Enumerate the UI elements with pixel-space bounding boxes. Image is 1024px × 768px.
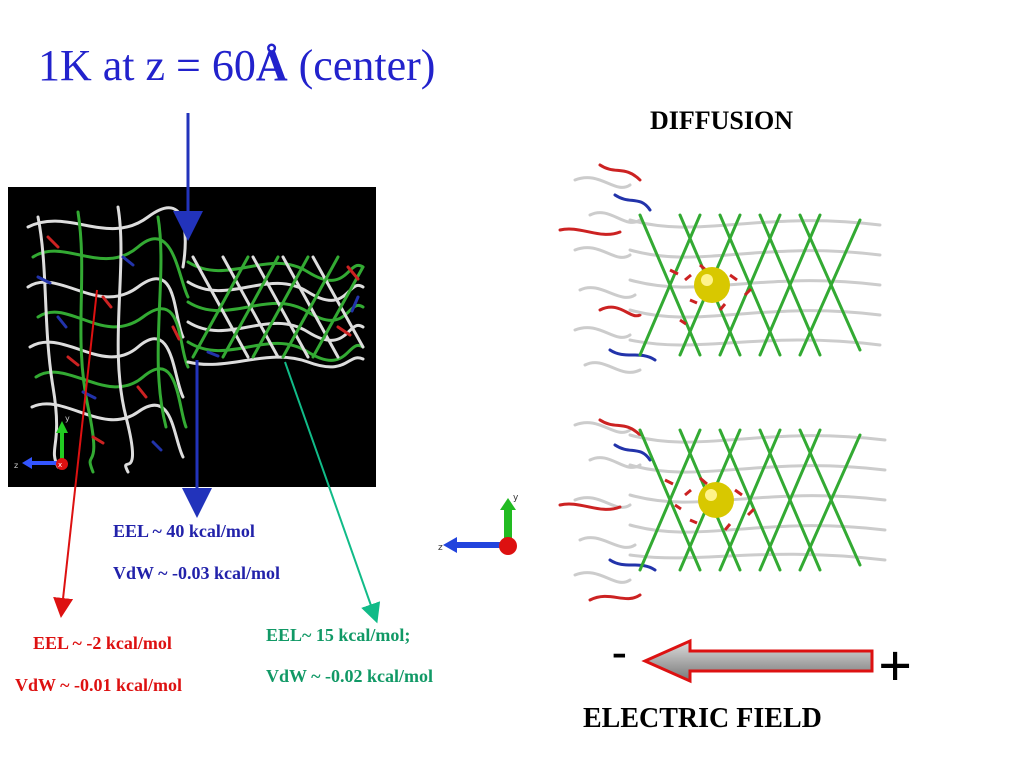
axis-triad-icon: z y x xyxy=(14,414,70,470)
field-plus-sign: + xyxy=(878,633,913,699)
axis-z-label: z xyxy=(438,543,443,553)
axis-triad-icon: z y xyxy=(438,493,519,555)
electric-field-label: ELECTRIC FIELD xyxy=(583,703,822,734)
nanotube-render: z y x xyxy=(14,205,365,474)
red-pointer-arrow xyxy=(53,289,98,618)
page-title: 1K at z = 60Å (center) xyxy=(38,44,435,88)
axis-y-label: y xyxy=(65,414,70,423)
ion-sphere-icon xyxy=(698,482,734,518)
upper-tube-render xyxy=(558,163,882,374)
axis-y-label: y xyxy=(513,493,519,503)
blue-eel-label: EEL ~ 40 kcal/mol xyxy=(113,521,255,541)
electric-field-arrow-icon xyxy=(641,638,874,684)
teal-eel-label: EEL~ 15 kcal/mol; xyxy=(266,625,411,645)
red-vdw-label: VdW ~ -0.01 kcal/mol xyxy=(15,675,183,695)
axis-z-label: z xyxy=(14,461,18,470)
blue-vdw-label: VdW ~ -0.03 kcal/mol xyxy=(113,563,281,583)
field-minus-sign: - xyxy=(612,627,627,676)
teal-pointer-arrow xyxy=(284,361,381,624)
title-prefix: 1K at z = 60 xyxy=(38,41,256,90)
diffusion-label: DIFFUSION xyxy=(650,106,794,135)
title-unit: Å xyxy=(255,41,288,90)
ion-sphere-icon xyxy=(694,267,730,303)
red-eel-label: EEL ~ -2 kcal/mol xyxy=(33,633,172,653)
axis-x-label: x xyxy=(58,461,62,469)
title-suffix: (center) xyxy=(287,41,436,90)
teal-vdw-label: VdW ~ -0.02 kcal/mol xyxy=(266,666,434,686)
